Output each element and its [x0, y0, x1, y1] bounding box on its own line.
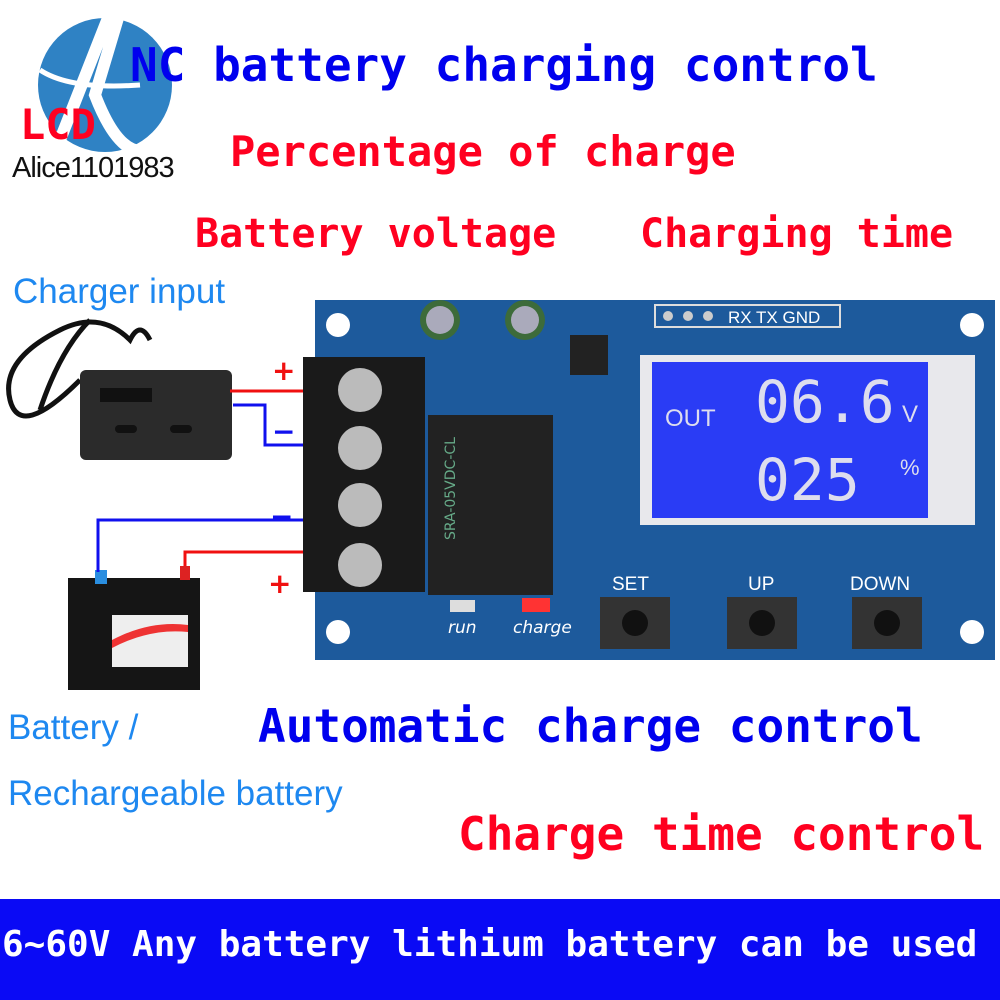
set-button-label: SET — [612, 574, 649, 595]
run-led — [450, 600, 475, 612]
battery-plus-sign: + — [268, 567, 292, 600]
battery-label: Battery / — [8, 708, 139, 747]
lcd-percent: 025 — [755, 446, 860, 514]
battery-voltage-heading: Battery voltage — [195, 211, 557, 257]
percentage-heading: Percentage of charge — [230, 127, 736, 176]
lcd-voltage: 06.6 — [755, 368, 895, 436]
charger-plus-sign: + — [272, 354, 296, 387]
down-button-label: DOWN — [850, 574, 910, 595]
auto-control-heading: Automatic charge control — [258, 699, 923, 753]
battery-icon — [68, 566, 200, 690]
charging-time-heading: Charging time — [640, 211, 954, 257]
up-button[interactable]: UP — [727, 574, 797, 649]
lcd-out-label: OUT — [665, 405, 716, 432]
down-button[interactable]: DOWN — [850, 574, 922, 649]
footer-banner: 6~60V Any battery lithium battery can be… — [0, 899, 1000, 1000]
terminal-block — [303, 357, 425, 592]
up-button-label: UP — [748, 574, 774, 595]
lcd-display: OUT 06.6 V 025 % — [640, 355, 975, 525]
battery-minus-sign: − — [270, 500, 294, 533]
time-control-heading: Charge time control — [458, 807, 985, 861]
watermark-brand: Alice1101983 — [12, 152, 175, 184]
run-label: run — [448, 618, 477, 638]
lcd-heading: LCD — [20, 100, 96, 149]
footer-text: 6~60V Any battery lithium battery can be… — [2, 924, 978, 965]
charger-minus-sign: − — [272, 415, 296, 448]
lcd-voltage-unit: V — [902, 401, 918, 428]
rechargeable-battery-label: Rechargeable battery — [8, 774, 343, 813]
lcd-percent-unit: % — [900, 455, 920, 480]
title: NC battery charging control — [130, 38, 878, 92]
header-pins-label: RX TX GND — [728, 308, 820, 327]
set-button[interactable]: SET — [600, 574, 670, 649]
charge-label: charge — [513, 618, 572, 638]
logo-icon — [38, 12, 172, 158]
charge-led — [522, 598, 550, 612]
charger-adapter — [6, 318, 232, 460]
relay-label: SRA-05VDC-CL — [443, 437, 459, 540]
charger-input-label: Charger input — [13, 272, 226, 311]
